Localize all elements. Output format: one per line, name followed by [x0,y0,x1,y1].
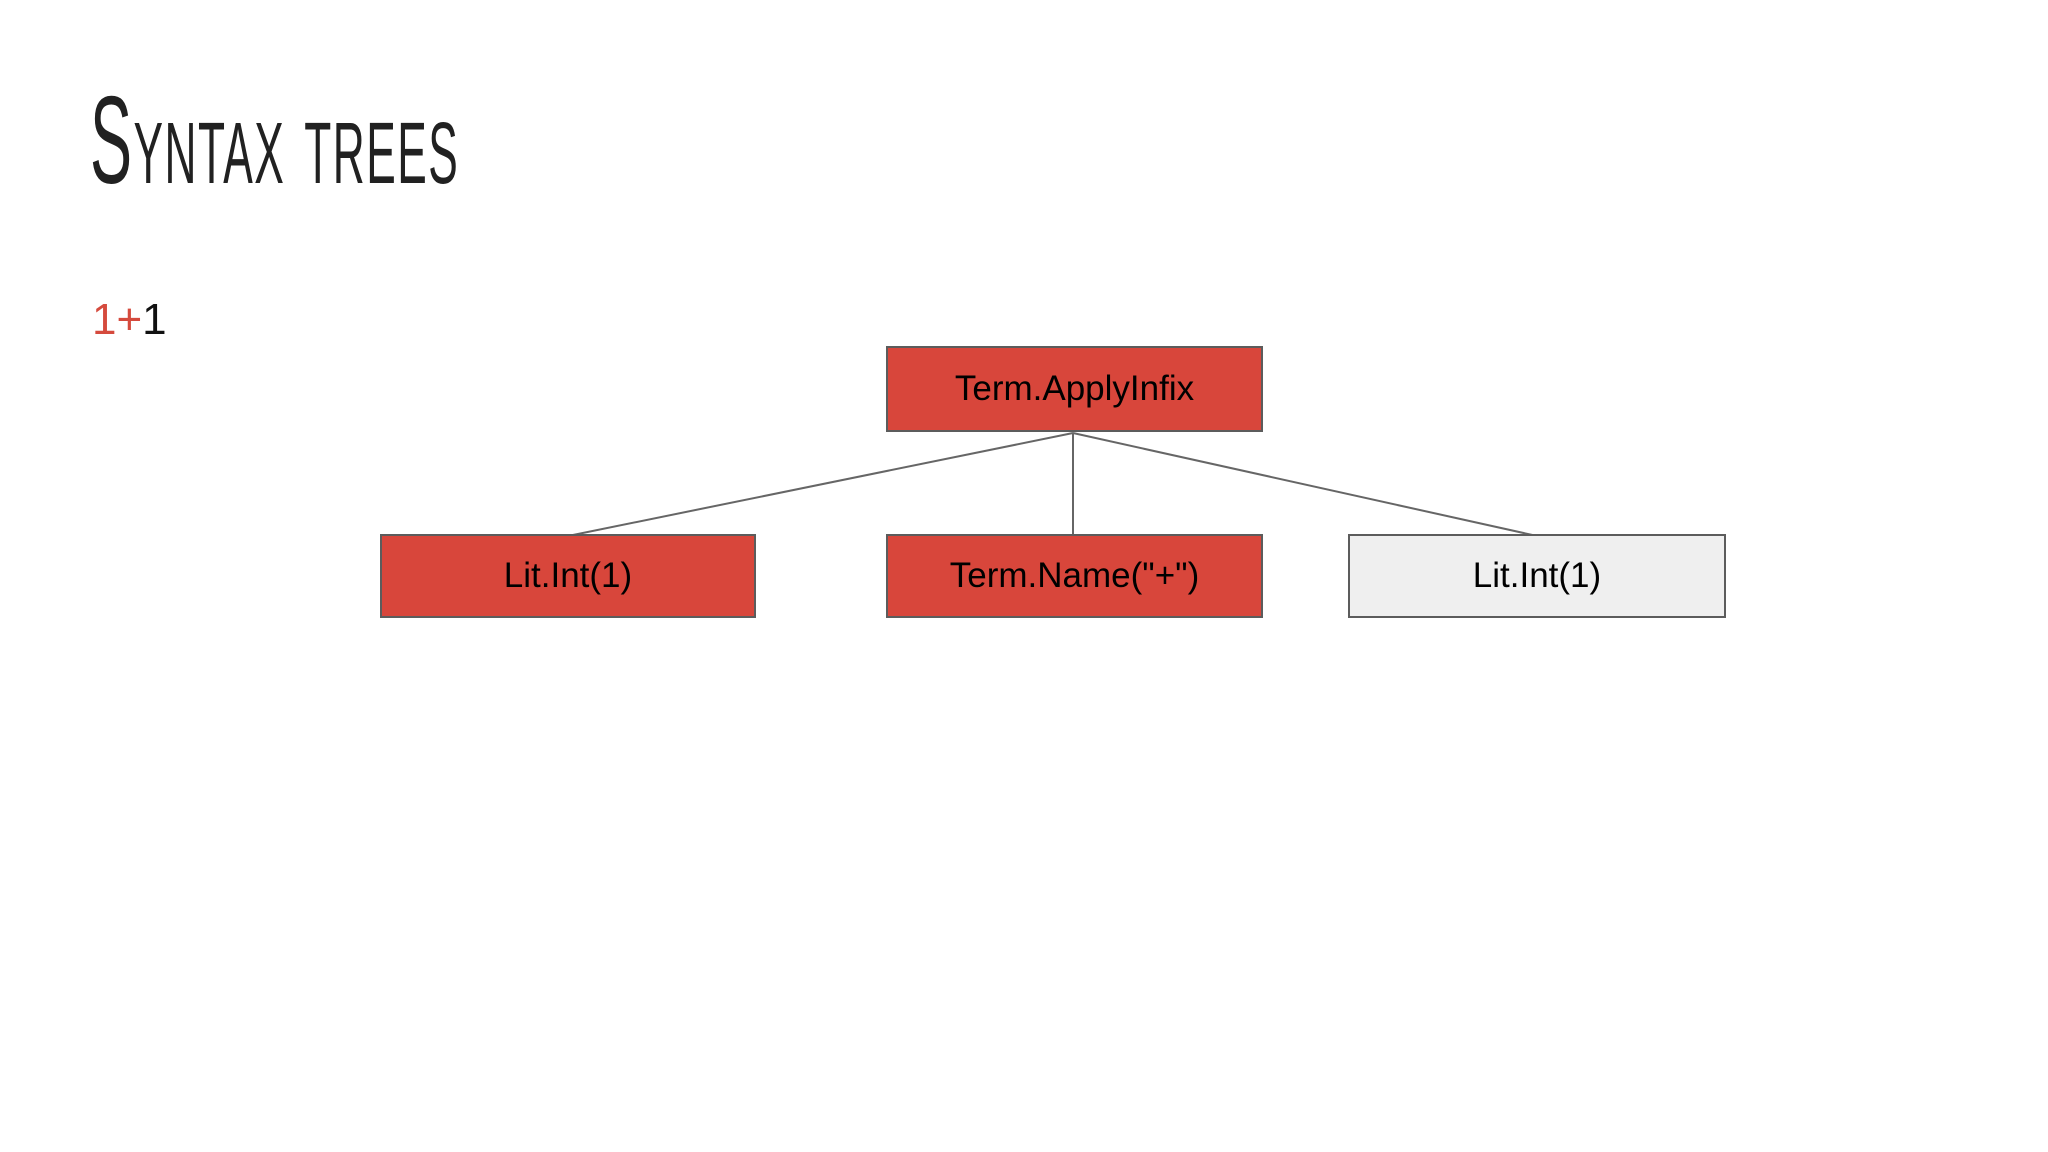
tree-node-right-operand: Lit.Int(1) [1348,534,1726,618]
expression-plain-part: 1 [142,295,167,344]
tree-node-operator: Term.Name("+") [886,534,1263,618]
tree-node-root: Term.ApplyInfix [886,346,1263,432]
code-expression: 1+1 [92,298,167,342]
tree-edge-left [567,432,1074,537]
tree-edge-right [1072,432,1538,537]
tree-node-left-operand: Lit.Int(1) [380,534,756,618]
page-title: Syntax trees [90,70,460,210]
expression-highlighted-part: 1+ [92,295,143,344]
